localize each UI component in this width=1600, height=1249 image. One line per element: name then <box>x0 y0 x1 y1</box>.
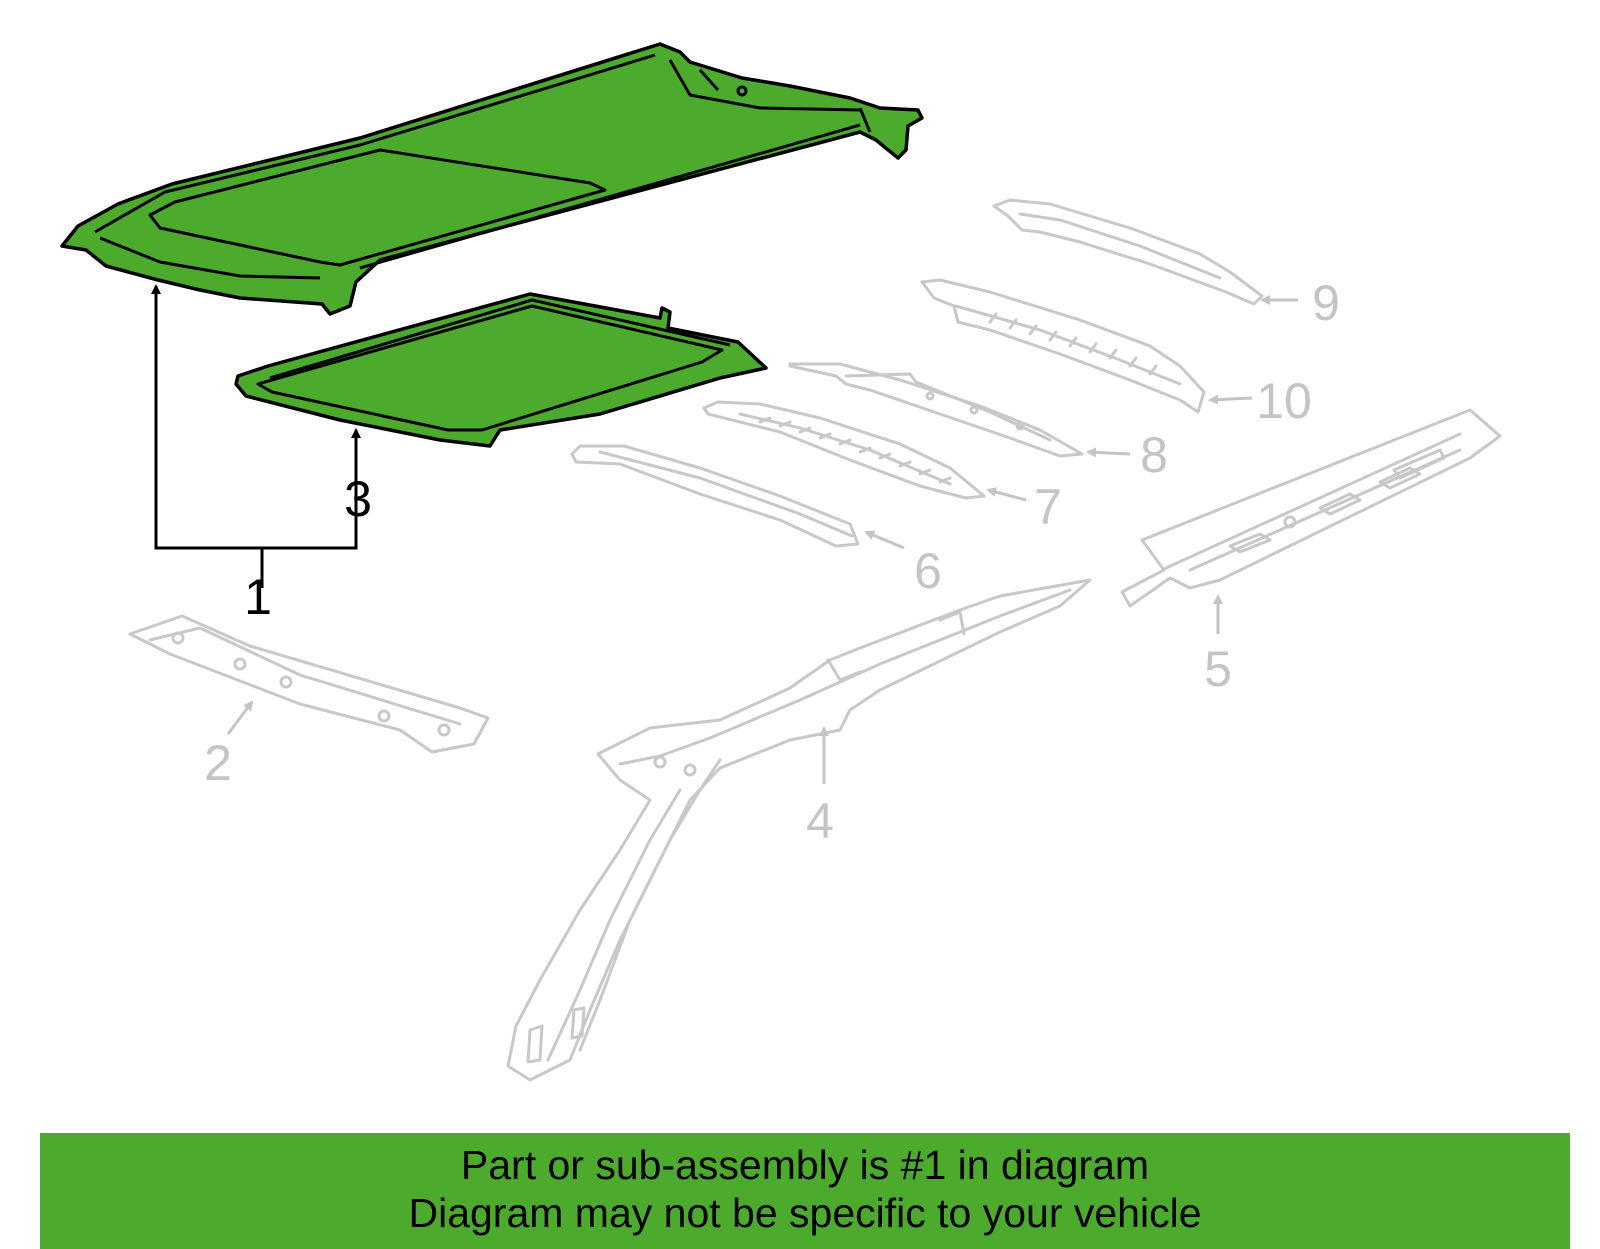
part-3-sunroof-frame <box>234 292 768 448</box>
callout-7: 7 <box>1034 479 1062 535</box>
callout-1: 1 <box>244 569 272 625</box>
callout-2: 2 <box>204 735 232 791</box>
callout-4: 4 <box>806 793 834 849</box>
callout-3: 3 <box>344 471 372 527</box>
part-10-rear-bow <box>920 278 1206 414</box>
callout-8: 8 <box>1140 427 1168 483</box>
part-2-front-header <box>128 614 490 754</box>
part-7-roof-bow <box>702 400 986 500</box>
callout-9: 9 <box>1312 275 1340 331</box>
part-8-roof-bow <box>788 362 1084 458</box>
banner-line-2: Diagram may not be specific to your vehi… <box>408 1190 1202 1236</box>
part-9-rear-header <box>992 198 1264 306</box>
part-6-roof-bow <box>570 444 860 548</box>
part-1-headliner <box>60 42 924 316</box>
callout-10: 10 <box>1256 373 1312 429</box>
callout-6: 6 <box>914 543 942 599</box>
banner-line-1: Part or sub-assembly is #1 in diagram <box>460 1142 1150 1188</box>
info-banner: Part or sub-assembly is #1 in diagram Di… <box>40 1133 1570 1249</box>
part-5-roof-rail <box>1120 408 1502 608</box>
callout-5: 5 <box>1204 641 1232 697</box>
leader-lines <box>151 284 1298 784</box>
part-4-side-frame <box>506 578 1092 1082</box>
